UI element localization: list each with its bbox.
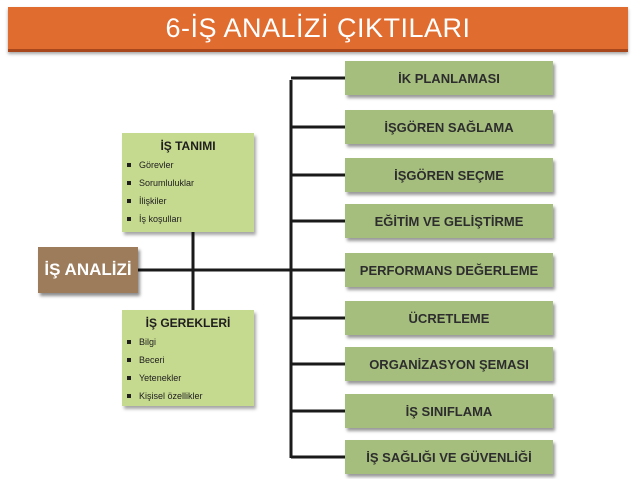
main-node-is-analizi: İŞ ANALİZİ (38, 247, 138, 293)
list-item: Kişisel özellikler (127, 387, 254, 405)
job-description-list: Görevler Sorumluluklar İlişkiler İş koşu… (122, 156, 254, 228)
job-requirements-heading: İŞ GEREKLERİ (145, 316, 231, 330)
bullet-icon (127, 394, 131, 398)
list-item: Görevler (127, 156, 254, 174)
bullet-icon (127, 217, 131, 221)
output-ik-planlamasi: İK PLANLAMASI (345, 61, 553, 95)
list-item: Sorumluluklar (127, 174, 254, 192)
list-item: İlişkiler (127, 192, 254, 210)
bullet-icon (127, 358, 131, 362)
bullet-icon (127, 199, 131, 203)
list-item: İş koşulları (127, 210, 254, 228)
output-egitim-ve-gelistirme: EĞİTİM VE GELİŞTİRME (345, 204, 553, 238)
list-item: Yetenekler (127, 369, 254, 387)
output-isgoren-saglama: İŞGÖREN SAĞLAMA (345, 110, 553, 144)
list-item: Beceri (127, 351, 254, 369)
job-description-box: İŞ TANIMI Görevler Sorumluluklar İlişkil… (122, 133, 254, 232)
output-isgoren-secme: İŞGÖREN SEÇME (345, 158, 553, 192)
bullet-icon (127, 163, 131, 167)
bullet-icon (127, 376, 131, 380)
output-performans-degerleme: PERFORMANS DEĞERLEME (345, 253, 553, 287)
list-item: Bilgi (127, 333, 254, 351)
job-requirements-list: Bilgi Beceri Yetenekler Kişisel özellikl… (122, 333, 254, 405)
page-title: 6-İŞ ANALİZİ ÇIKTILARI (8, 7, 628, 52)
output-organizasyon-semasi: ORGANİZASYON ŞEMASI (345, 347, 553, 381)
output-is-siniflama: İŞ SINIFLAMA (345, 394, 553, 428)
bullet-icon (127, 340, 131, 344)
job-requirements-box: İŞ GEREKLERİ Bilgi Beceri Yetenekler Kiş… (122, 310, 254, 406)
output-is-sagligi-ve-guvenligi: İŞ SAĞLIĞI VE GÜVENLİĞİ (345, 440, 553, 474)
output-ucretleme: ÜCRETLEME (345, 301, 553, 335)
job-description-heading: İŞ TANIMI (160, 139, 216, 153)
bullet-icon (127, 181, 131, 185)
